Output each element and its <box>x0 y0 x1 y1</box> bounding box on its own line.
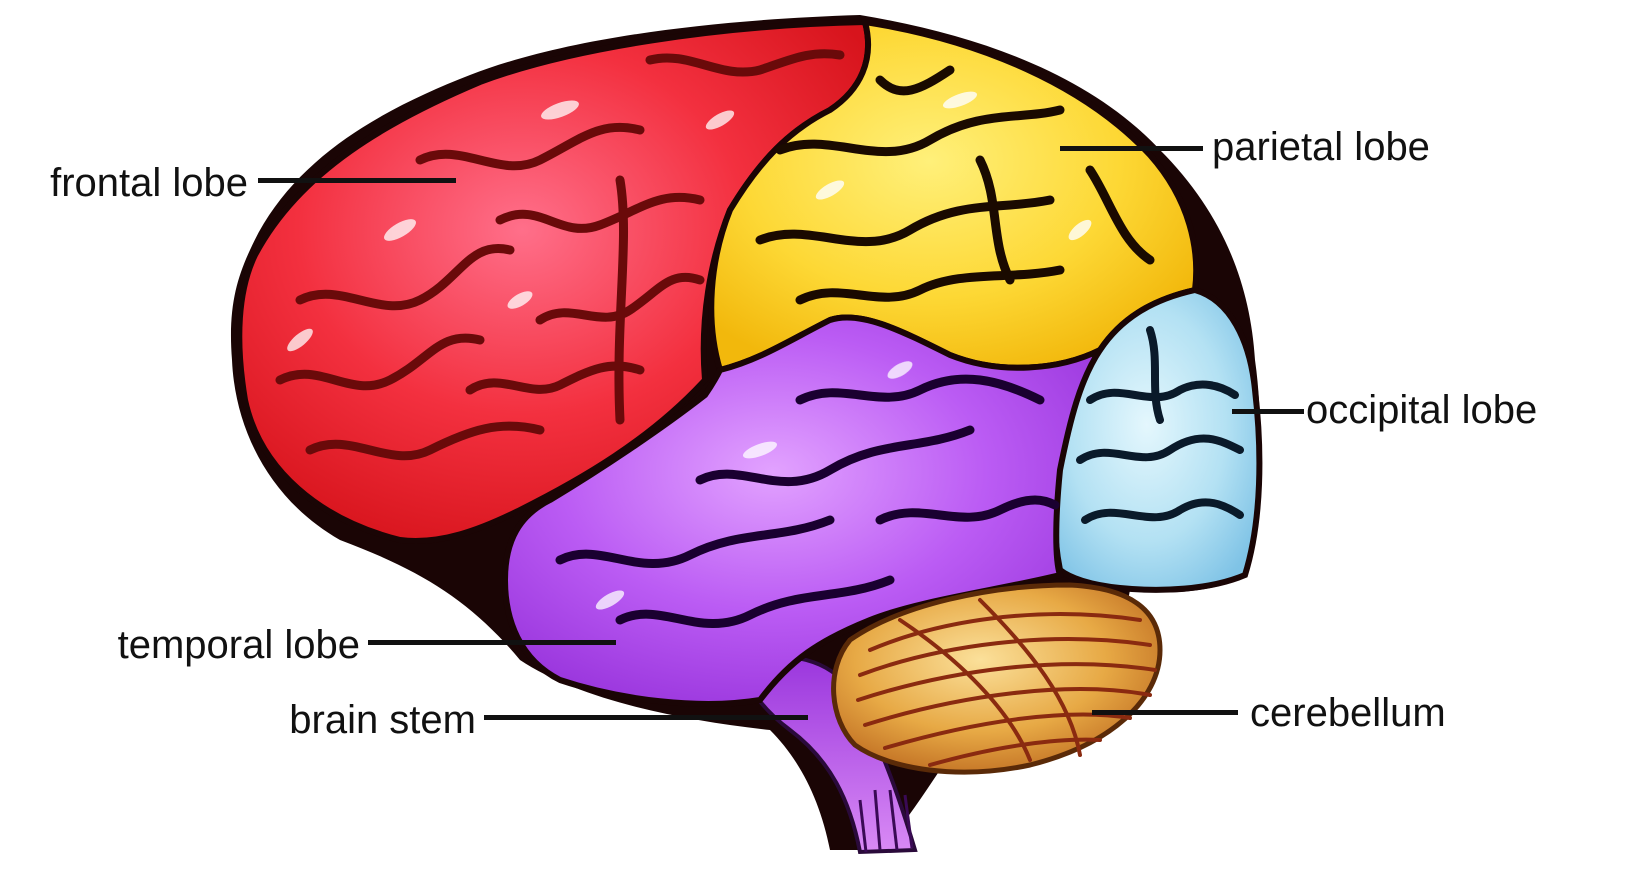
brain-stem-leader <box>484 715 808 720</box>
brain-stem-label: brain stem <box>250 700 476 740</box>
frontal-lobe-leader <box>258 178 456 183</box>
parietal-lobe-label: parietal lobe <box>1212 127 1430 167</box>
frontal-lobe-label: frontal lobe <box>12 163 248 203</box>
occipital-lobe-label: occipital lobe <box>1306 390 1537 430</box>
temporal-lobe-leader <box>368 640 616 645</box>
temporal-lobe-label: temporal lobe <box>80 625 360 665</box>
cerebellum-label: cerebellum <box>1250 693 1446 733</box>
parietal-lobe-leader <box>1060 146 1203 151</box>
cerebellum-leader <box>1092 710 1238 715</box>
occipital-lobe-leader <box>1232 409 1304 414</box>
